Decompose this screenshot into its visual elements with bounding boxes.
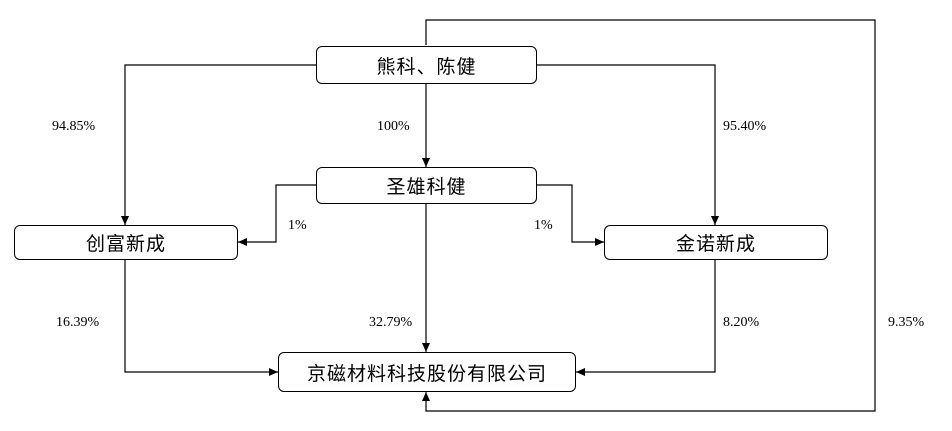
label-top-to-left: 94.85% — [52, 119, 96, 134]
node-jin-nuo-xin-cheng: 金诺新成 — [604, 225, 828, 260]
edge-top-to-left — [121, 64, 316, 225]
label-top-to-bottom: 9.35% — [888, 315, 925, 330]
label-middle-to-bottom: 32.79% — [369, 315, 413, 330]
edge-top-to-bottom — [422, 19, 876, 412]
label-right-to-bottom: 8.20% — [723, 315, 760, 330]
edge-right-to-bottom — [576, 260, 716, 376]
label-left-to-bottom: 16.39% — [56, 315, 100, 330]
edge-top-to-right — [537, 64, 719, 225]
node-chuang-fu-xin-cheng: 创富新成 — [14, 225, 238, 260]
edge-middle-to-right — [537, 184, 604, 246]
label-middle-to-left: 1% — [288, 218, 307, 233]
edge-left-to-bottom — [124, 260, 278, 376]
node-jing-ci-materials: 京磁材料科技股份有限公司 — [278, 352, 576, 392]
node-xiong-ke-chen-jian: 熊科、陈健 — [316, 46, 537, 84]
edge-middle-to-left — [238, 184, 316, 246]
label-top-to-middle: 100% — [377, 119, 410, 134]
node-sheng-xiong-ke-jian: 圣雄科健 — [316, 167, 537, 204]
label-top-to-right: 95.40% — [723, 119, 767, 134]
label-middle-to-right: 1% — [534, 218, 553, 233]
